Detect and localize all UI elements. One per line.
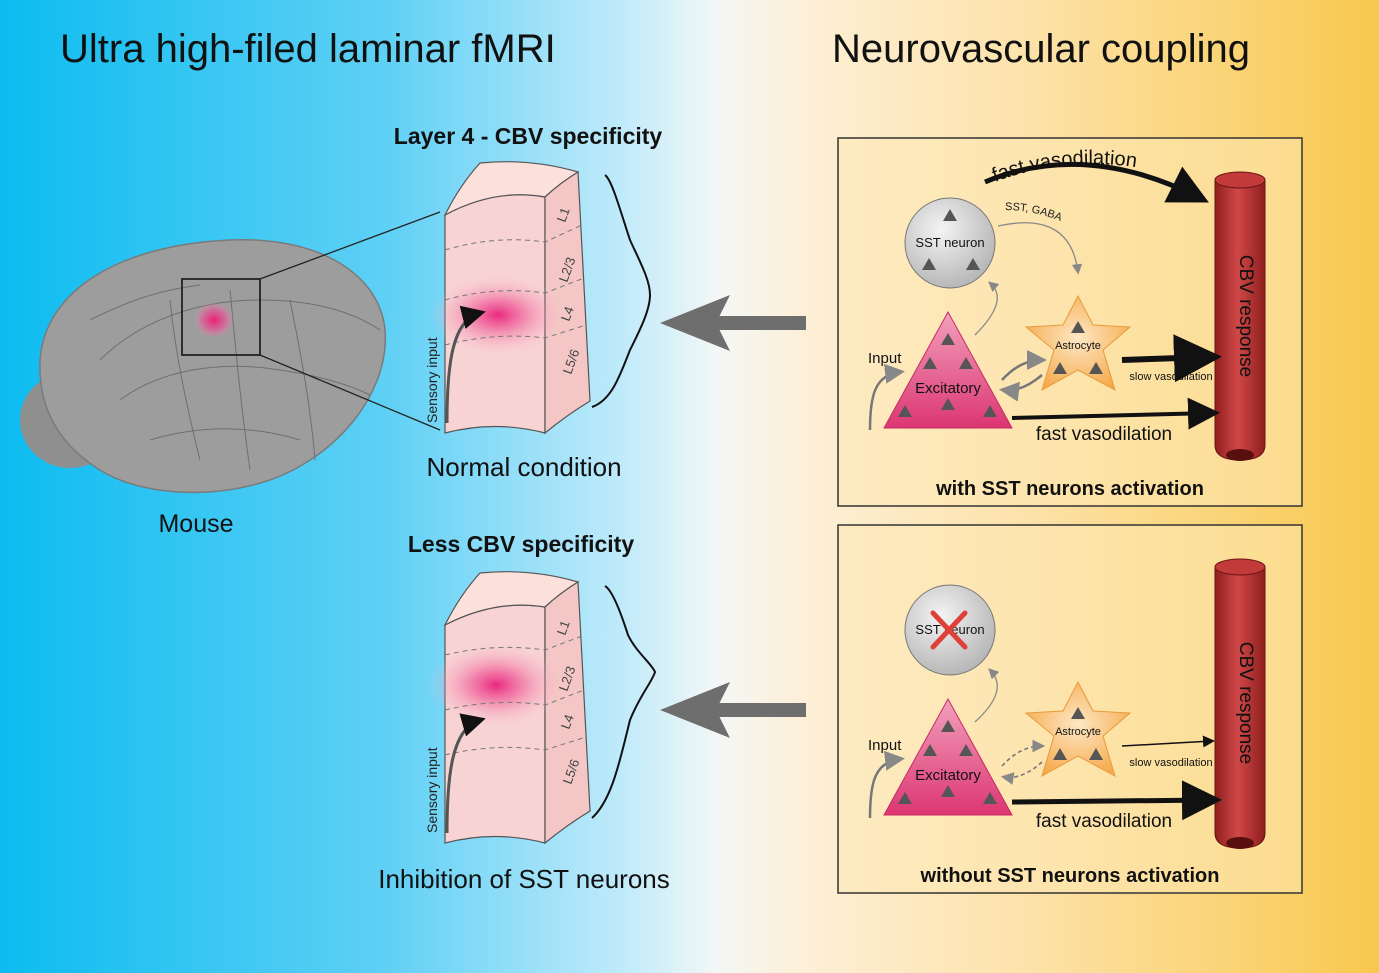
excitatory-neuron-bottom: [883, 697, 1013, 816]
panel-bottom-input-label: Input: [868, 737, 902, 754]
sst-neuron-top: [904, 197, 996, 289]
panel-bottom-caption: without SST neurons activation: [920, 865, 1220, 887]
astrocyte-top: [1024, 294, 1132, 392]
panel-bottom-astrocyte-label: Astrocyte: [1055, 726, 1101, 738]
panel-top-caption: with SST neurons activation: [935, 478, 1204, 500]
panel-top: [837, 137, 1303, 507]
panel-bottom-cbv-response: CBV response: [1235, 642, 1256, 765]
mouse-label: Mouse: [158, 510, 233, 538]
cortex-column-bottom: [428, 571, 657, 845]
panel-bottom: [837, 524, 1303, 894]
panel-top-astrocyte-label: Astrocyte: [1055, 340, 1101, 352]
cortex-top-sensory-label: Sensory input: [424, 337, 440, 423]
cortex-bottom-caption: Inhibition of SST neurons: [378, 864, 669, 894]
blood-vessel-icon: [1214, 558, 1266, 849]
astrocyte-bottom: [1024, 680, 1132, 778]
cortex-bottom-sensory-label: Sensory input: [424, 747, 440, 833]
cortex-top-heading: Layer 4 - CBV specificity: [394, 123, 663, 149]
left-arrow-icon: [660, 682, 806, 738]
cortex-bottom-layer-3: L4: [558, 712, 577, 731]
left-title: Ultra high-filed laminar fMRI: [60, 27, 556, 71]
left-arrow-icon: [660, 295, 806, 351]
cortex-column-top: [430, 161, 652, 435]
panel-top-fast-vasodilation-bottom: fast vasodilation: [1036, 424, 1172, 445]
red-x-icon: [930, 610, 968, 650]
cortex-bottom-layer-1: L1: [554, 618, 573, 637]
panel-top-slow-vasodilation: slow vasodilation: [1129, 371, 1212, 383]
cortex-top-caption: Normal condition: [426, 452, 621, 482]
panel-top-excitatory-label: Excitatory: [915, 380, 981, 397]
panel-bottom-slow-vasodilation: slow vasodilation: [1129, 757, 1212, 769]
panel-bottom-fast-vasodilation-bottom: fast vasodilation: [1036, 811, 1172, 832]
mouse-brain-icon: [20, 211, 441, 494]
blood-vessel-icon: [1214, 171, 1266, 461]
cortex-top-layer-1: L1: [554, 205, 573, 224]
cortex-top-layer-3: L4: [558, 304, 577, 323]
panel-bottom-excitatory-label: Excitatory: [915, 767, 981, 784]
excitatory-neuron-top: [883, 310, 1013, 429]
cortex-bottom-heading: Less CBV specificity: [408, 531, 634, 557]
panel-top-sst-neuron-label: SST neuron: [915, 235, 984, 250]
panel-top-cbv-response: CBV response: [1235, 255, 1256, 378]
panel-top-input-label: Input: [868, 350, 902, 367]
right-title: Neurovascular coupling: [832, 27, 1250, 71]
